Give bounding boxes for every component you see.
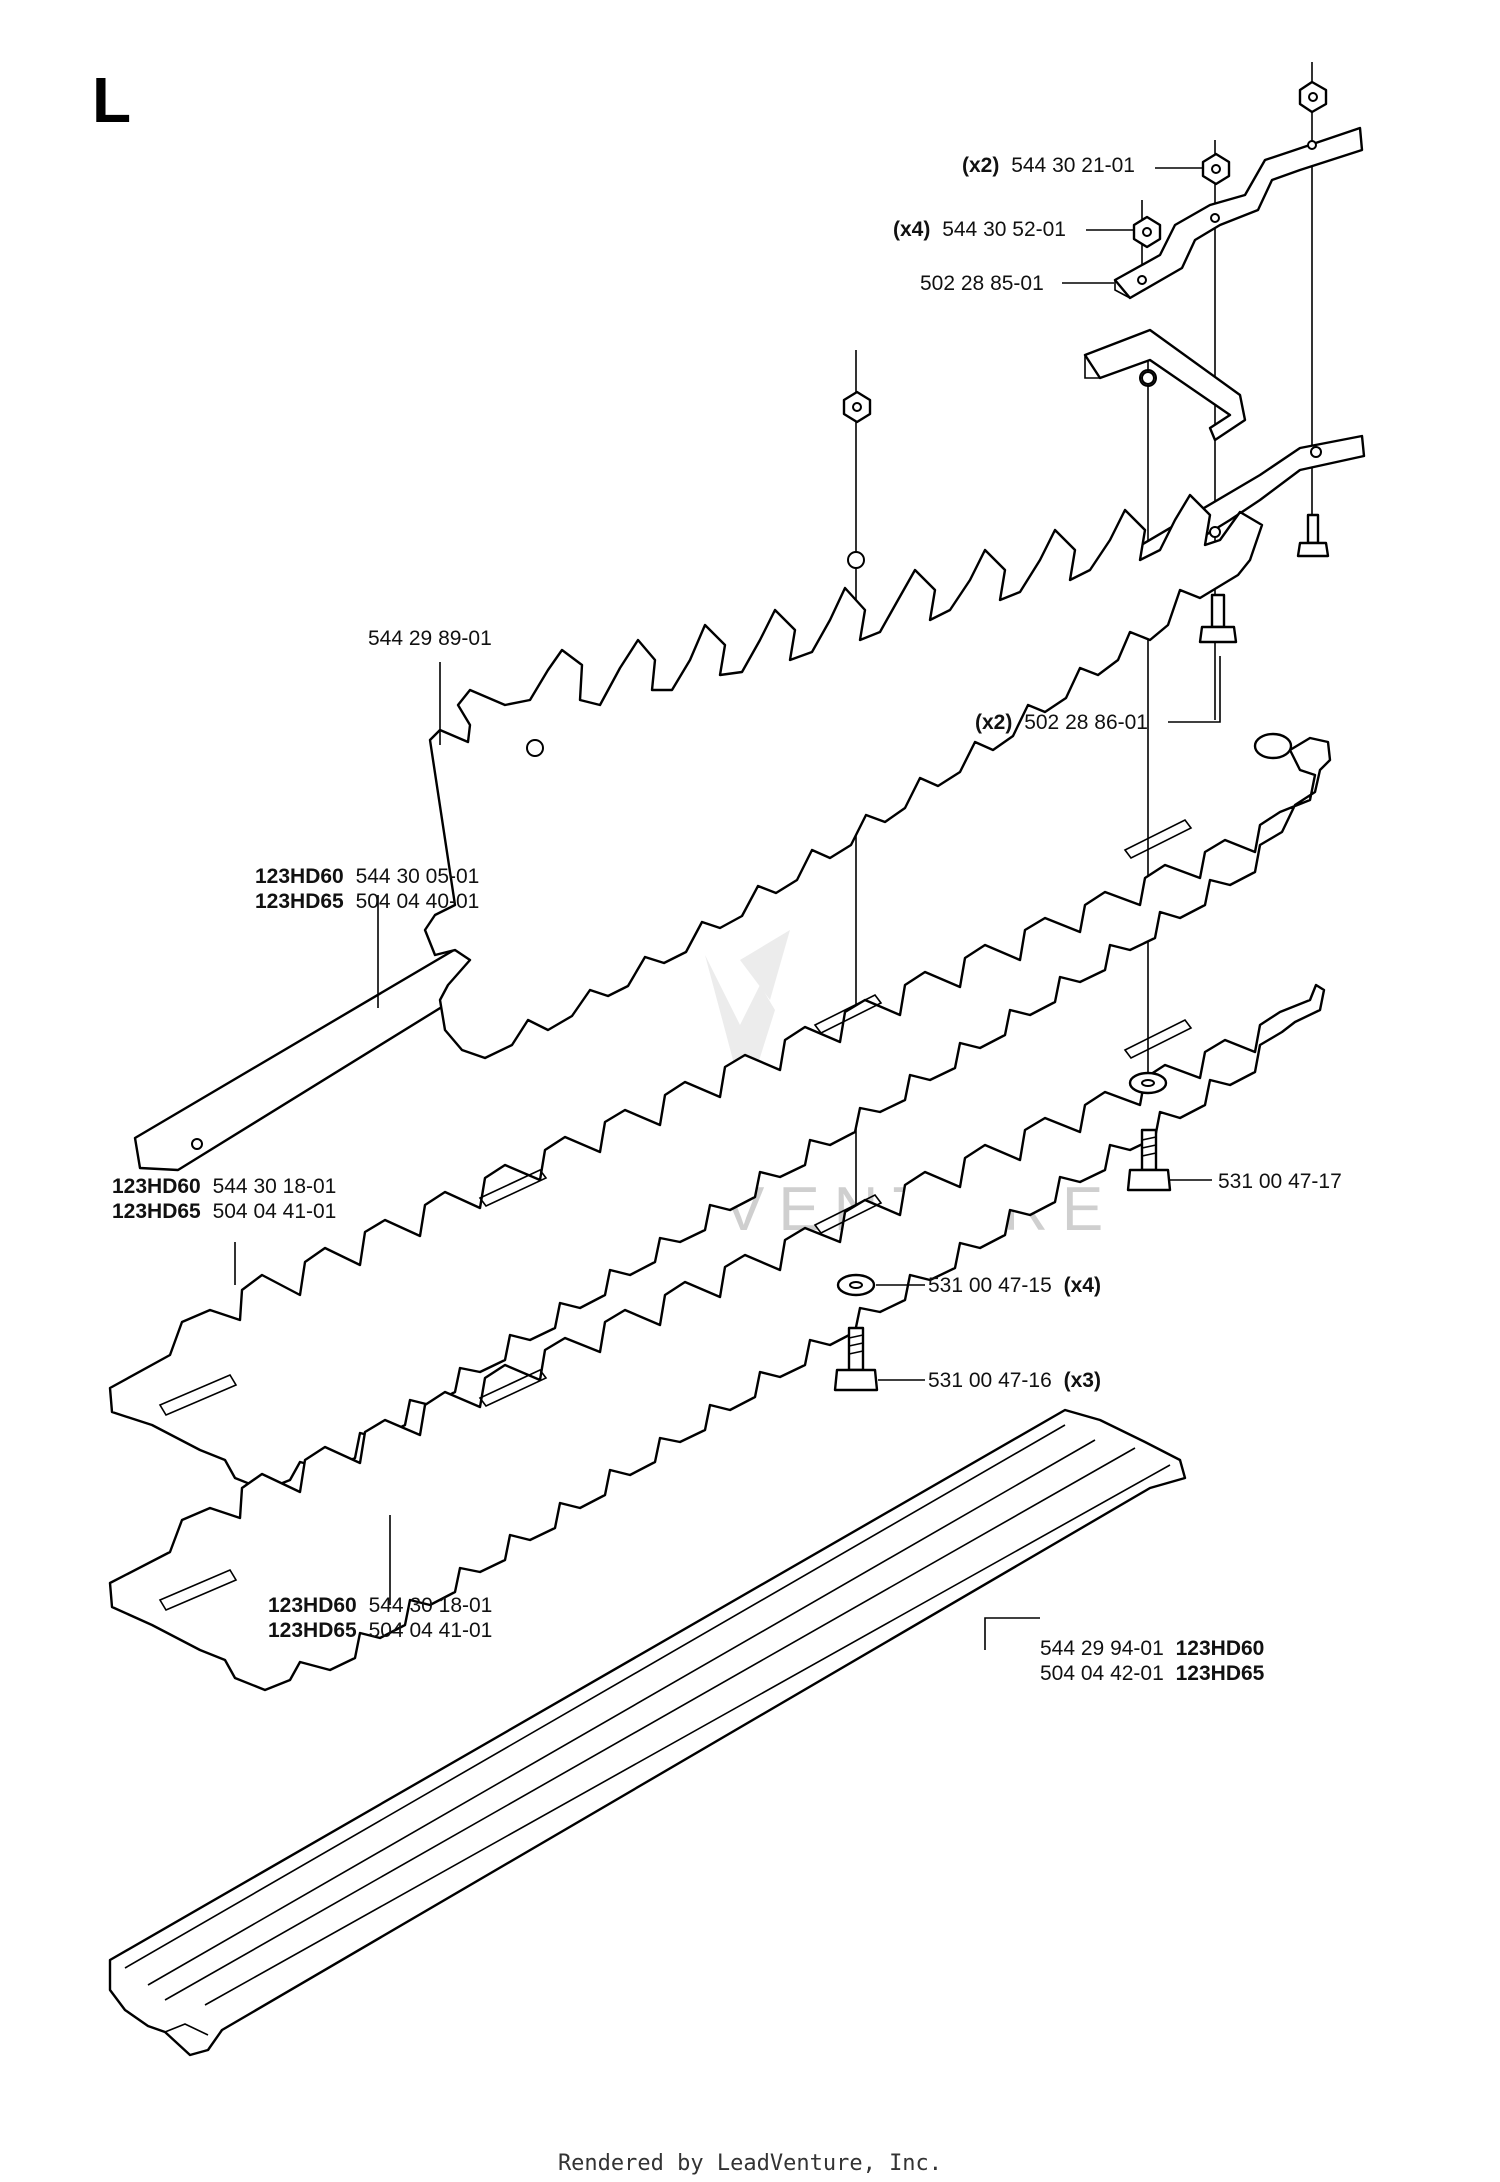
svg-text:123HD60 544 30 18-01: 123HD60 544 30 18-01 bbox=[268, 1594, 492, 1617]
label-qty: (x4) bbox=[1064, 1274, 1101, 1297]
svg-text:531 00 47-16 (x3): 531 00 47-16 (x3) bbox=[928, 1369, 1101, 1392]
nut-icon bbox=[1132, 215, 1162, 249]
nut-icon bbox=[1298, 80, 1328, 114]
label-qty: (x2) bbox=[975, 711, 1012, 734]
screw-icon bbox=[1126, 1128, 1172, 1192]
label-part-number: 544 29 94-01 bbox=[1040, 1637, 1164, 1660]
nut-group bbox=[842, 80, 1328, 424]
svg-text:123HD65 504 04 41-01: 123HD65 504 04 41-01 bbox=[112, 1200, 336, 1223]
svg-text:544 29 94-01 123HD60: 544 29 94-01 123HD60 bbox=[1040, 1637, 1264, 1660]
washer-screw-group bbox=[833, 1071, 1172, 1392]
screw-icon bbox=[1296, 513, 1330, 558]
label-model: 123HD65 bbox=[112, 1200, 201, 1223]
label-part-number: 504 04 42-01 bbox=[1040, 1662, 1164, 1685]
label-model: 123HD60 bbox=[268, 1594, 357, 1617]
label-model: 123HD65 bbox=[1176, 1662, 1265, 1685]
blade-guard bbox=[108, 1408, 1187, 2057]
label-part-number: 544 30 52-01 bbox=[942, 218, 1066, 241]
screw-icon bbox=[833, 1326, 879, 1392]
label-part-number: 531 00 47-17 bbox=[1218, 1170, 1342, 1193]
leader-lines bbox=[234, 167, 1221, 1650]
nut-icon bbox=[842, 390, 872, 424]
svg-text:123HD60 544 30 18-01: 123HD60 544 30 18-01 bbox=[112, 1175, 336, 1198]
bracket-screws bbox=[1198, 513, 1330, 644]
svg-text:123HD65 504 04 40-01: 123HD65 504 04 40-01 bbox=[255, 890, 479, 913]
section-letter: L bbox=[92, 64, 131, 136]
label-part-number: 504 04 40-01 bbox=[356, 890, 480, 913]
label-part-number: 502 28 85-01 bbox=[920, 272, 1044, 295]
svg-text:(x2) 502 28 86-01: (x2) 502 28 86-01 bbox=[975, 711, 1148, 734]
label-model: 123HD60 bbox=[1176, 1637, 1265, 1660]
label-qty: (x2) bbox=[962, 154, 999, 177]
label-part-number: 544 30 05-01 bbox=[356, 865, 480, 888]
lower-blade bbox=[108, 983, 1326, 1692]
label-qty: (x3) bbox=[1064, 1369, 1101, 1392]
svg-text:123HD65 504 04 41-01: 123HD65 504 04 41-01 bbox=[268, 1619, 492, 1642]
label-part-number: 531 00 47-16 bbox=[928, 1369, 1052, 1392]
label-part-number: 502 28 86-01 bbox=[1024, 711, 1148, 734]
svg-text:(x4) 544 30 52-01: (x4) 544 30 52-01 bbox=[893, 218, 1066, 241]
label-model: 123HD60 bbox=[112, 1175, 201, 1198]
label-part-number: 544 30 18-01 bbox=[369, 1594, 493, 1617]
label-part-number: 504 04 41-01 bbox=[213, 1200, 337, 1223]
svg-text:531 00 47-15 (x4): 531 00 47-15 (x4) bbox=[928, 1274, 1101, 1297]
nut-icon bbox=[1201, 152, 1231, 186]
label-part-number: 504 04 41-01 bbox=[369, 1619, 493, 1642]
svg-text:(x2) 544 30 21-01: (x2) 544 30 21-01 bbox=[962, 154, 1135, 177]
svg-text:123HD60 544 30 05-01: 123HD60 544 30 05-01 bbox=[255, 865, 479, 888]
label-part-number: 544 30 21-01 bbox=[1011, 154, 1135, 177]
label-part-number: 544 30 18-01 bbox=[213, 1175, 337, 1198]
upper-blade bbox=[108, 732, 1332, 1492]
svg-text:504 04 42-01 123HD65: 504 04 42-01 123HD65 bbox=[1040, 1662, 1265, 1685]
label-qty: (x4) bbox=[893, 218, 930, 241]
footer-credit: Rendered by LeadVenture, Inc. bbox=[558, 2151, 942, 2176]
bracket bbox=[1113, 126, 1364, 300]
washer-icon bbox=[836, 1273, 876, 1297]
label-part-number: 531 00 47-15 bbox=[928, 1274, 1052, 1297]
label-model: 123HD65 bbox=[255, 890, 344, 913]
screw-icon bbox=[1198, 593, 1238, 644]
label-model: 123HD65 bbox=[268, 1619, 357, 1642]
guide-bracket bbox=[1083, 328, 1247, 442]
label-model: 123HD60 bbox=[255, 865, 344, 888]
washer-icon bbox=[1128, 1071, 1168, 1095]
label-part-number: 544 29 89-01 bbox=[368, 627, 492, 650]
